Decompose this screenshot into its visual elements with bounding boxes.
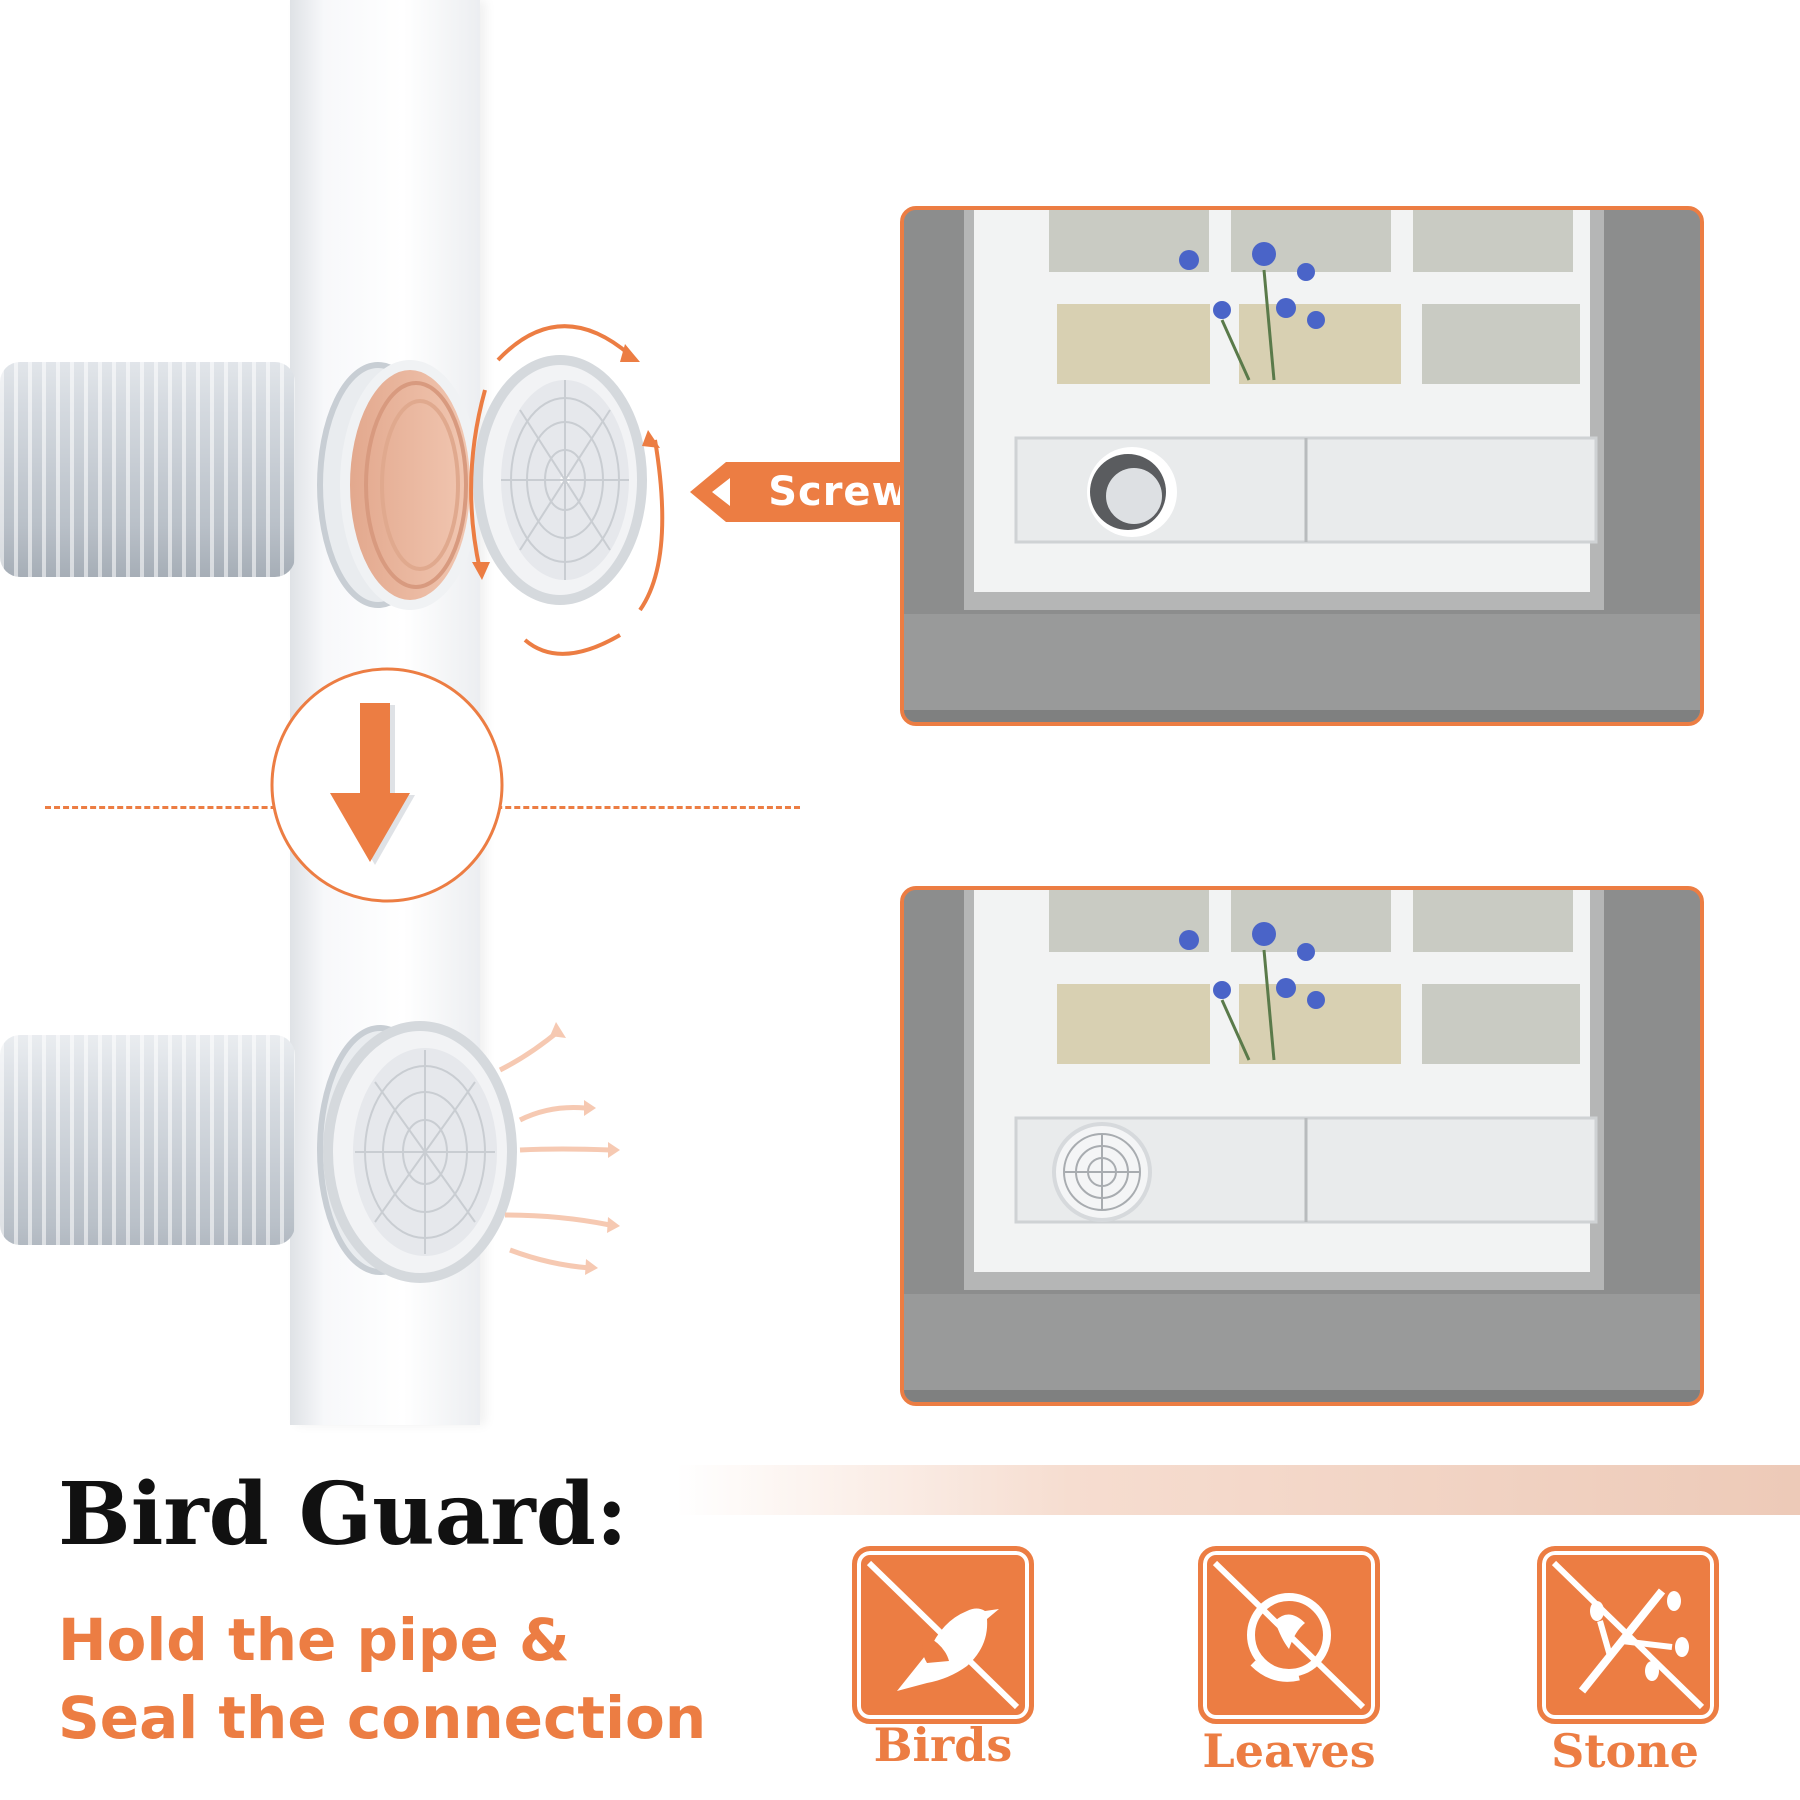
window-scene: [904, 210, 1700, 722]
feature-subtitle-line-2: Seal the connection: [58, 1684, 707, 1752]
leaf-icon: [1212, 1560, 1366, 1710]
down-arrow-icon: [270, 667, 504, 903]
feature-subtitle-line-1: Hold the pipe &: [58, 1606, 570, 1674]
leaves-label: Leaves: [1202, 1724, 1376, 1778]
decorative-gradient-bar: [676, 1465, 1800, 1515]
bird-icon: [866, 1560, 1020, 1710]
hose-with-open-end-illustration: [0, 324, 665, 656]
stone-label: Stone: [1551, 1724, 1699, 1778]
window-photo-bird-guard: [900, 886, 1704, 1406]
no-birds-tile: [852, 1546, 1034, 1724]
window-photo-open-hole: [900, 206, 1704, 726]
feature-title: Bird Guard:: [58, 1464, 628, 1565]
no-leaves-tile: [1198, 1546, 1380, 1724]
branch-icon: [1551, 1560, 1705, 1710]
hose-with-bird-guard-illustration: [0, 1021, 620, 1283]
no-stone-tile: [1537, 1546, 1719, 1724]
window-scene: [904, 890, 1700, 1402]
birds-label: Birds: [873, 1718, 1013, 1772]
